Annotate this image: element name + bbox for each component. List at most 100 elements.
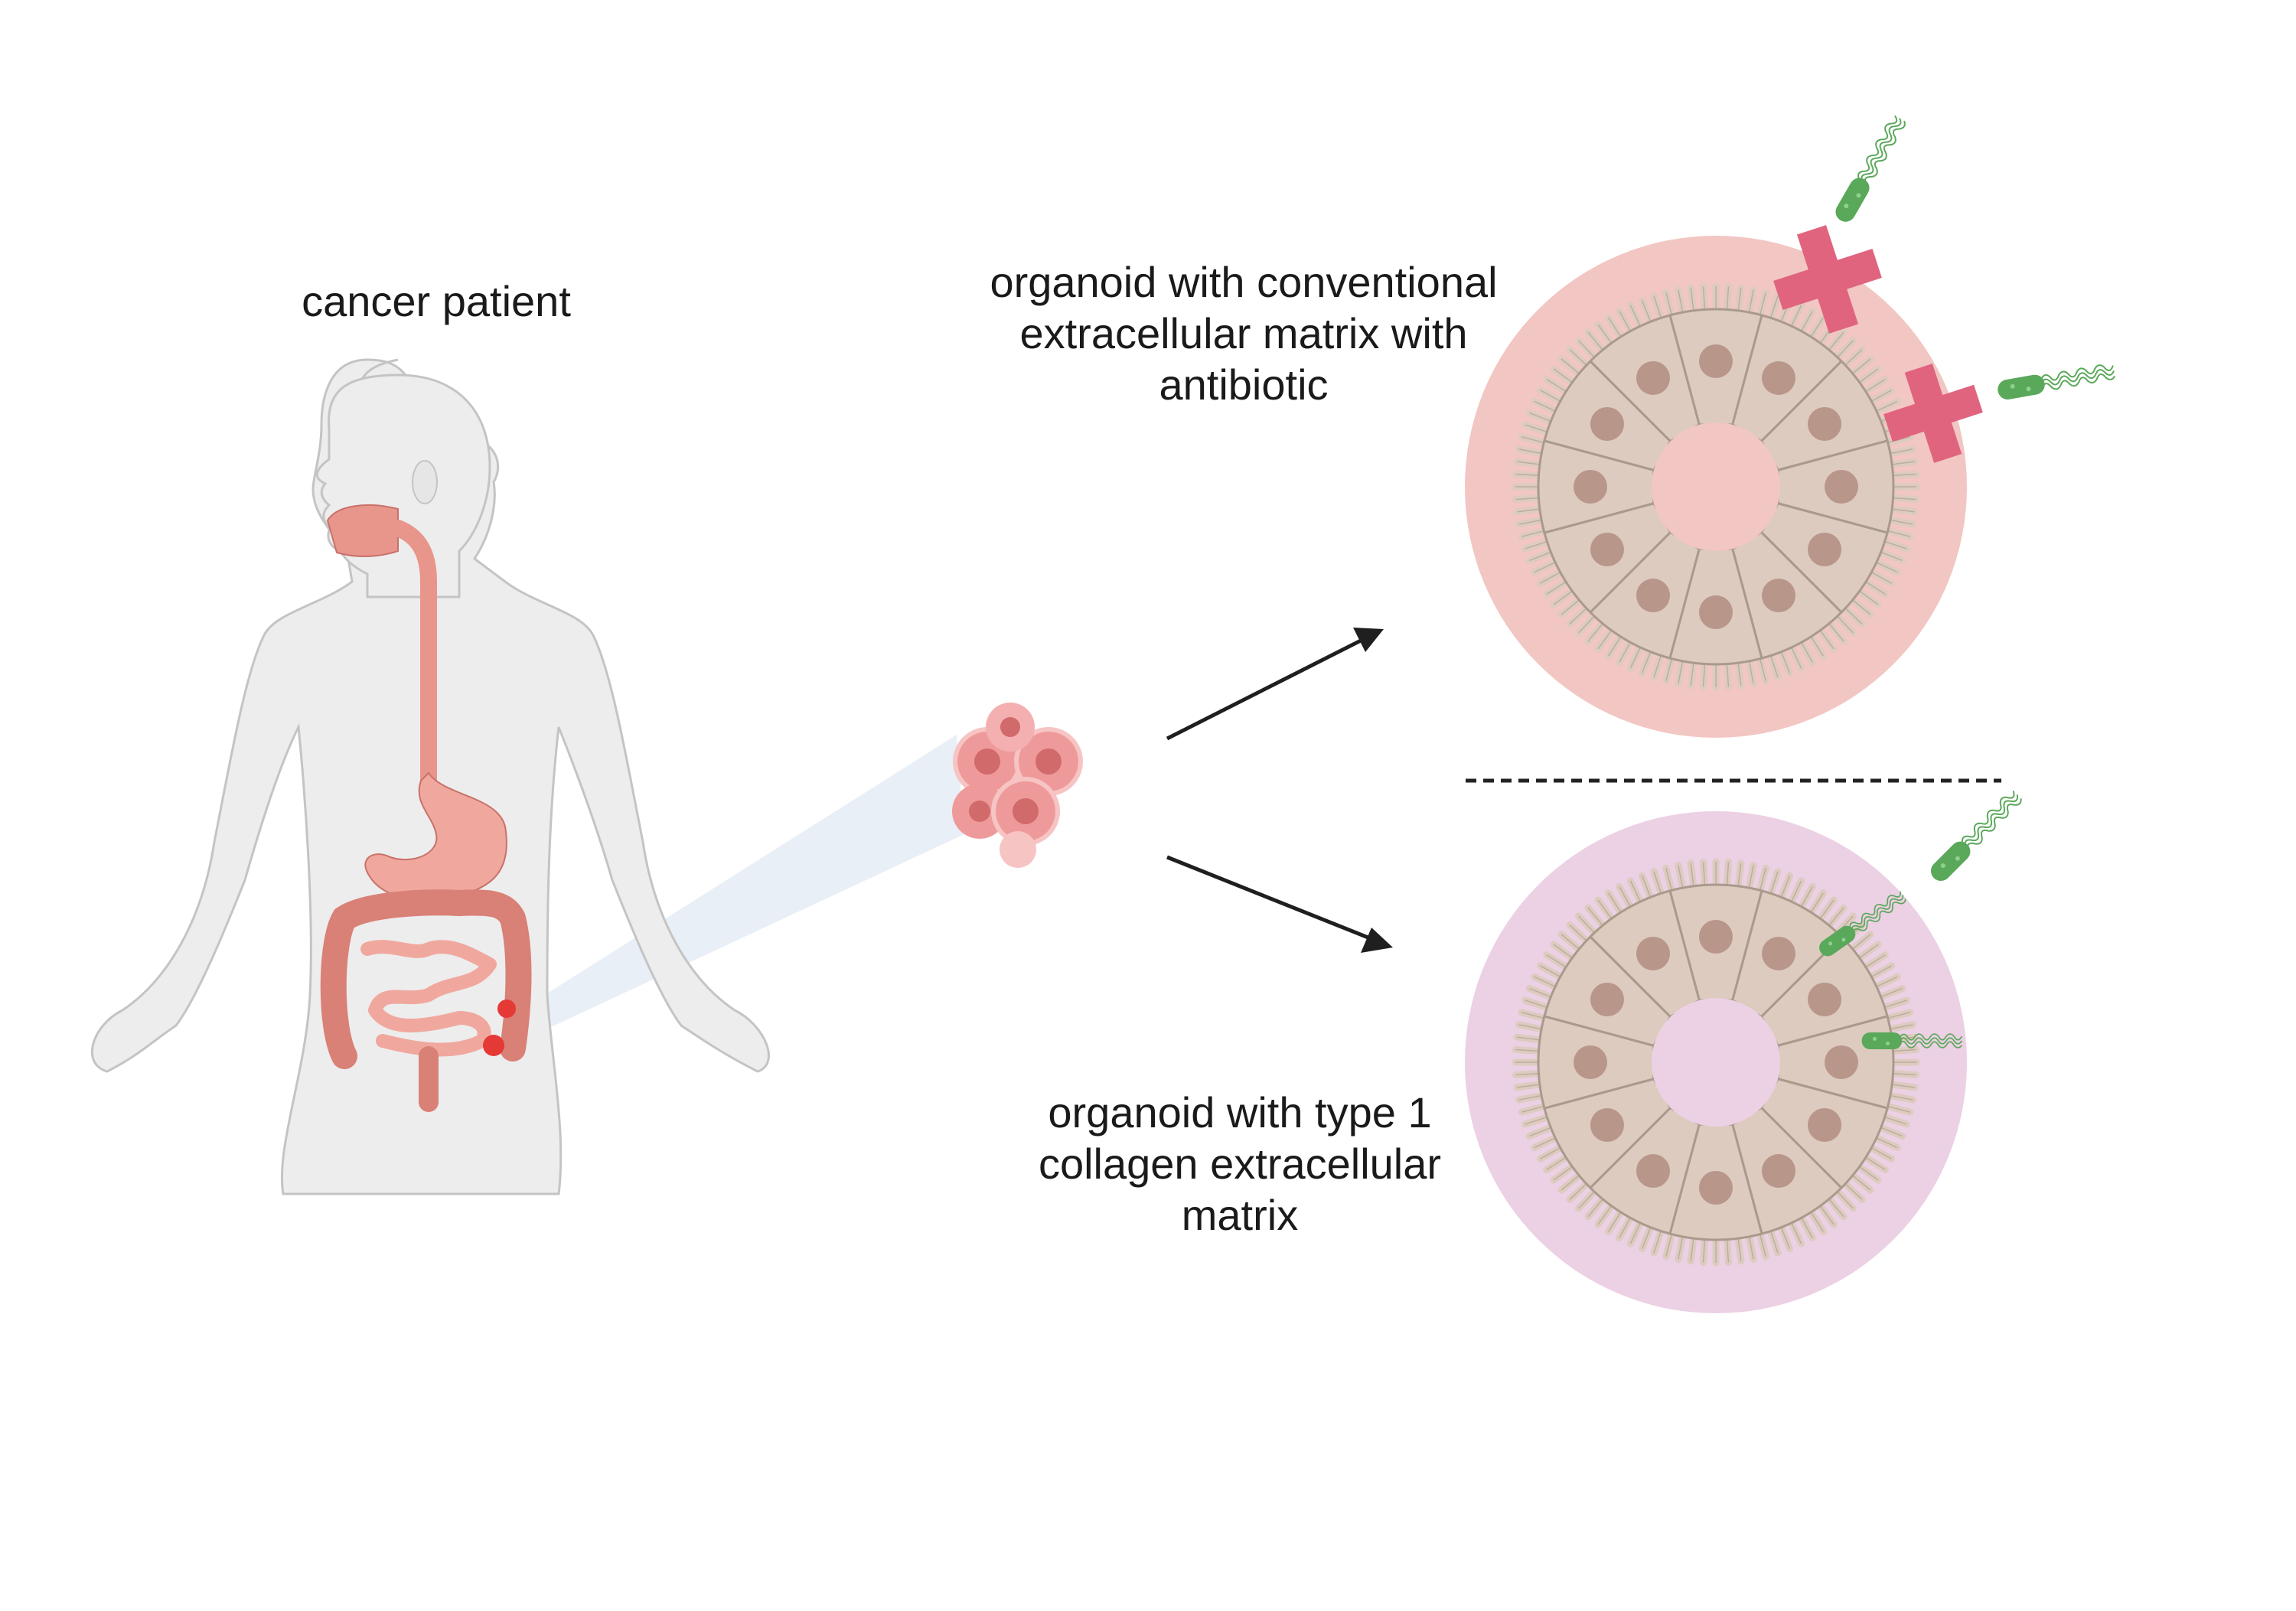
- microvillus-outline: [1759, 868, 1766, 891]
- cell-nucleus: [1762, 360, 1795, 395]
- microvillus-outline: [1561, 599, 1580, 615]
- microvillus-outline: [1690, 663, 1694, 686]
- microvillus-outline: [1561, 934, 1580, 950]
- microvillus-outline: [1561, 358, 1580, 374]
- cell-nucleus: [1762, 579, 1795, 613]
- microvillus-outline: [1641, 300, 1652, 322]
- microvillus-outline: [1578, 1191, 1595, 1209]
- cell-nucleus: [1808, 407, 1842, 441]
- microvillus-outline: [1890, 1024, 1913, 1030]
- microvillus-outline: [1893, 473, 1916, 477]
- microvillus-outline: [1597, 899, 1613, 919]
- flagellum: [1864, 120, 1906, 184]
- mouth-cavity: [326, 504, 399, 557]
- microvillus-outline: [1665, 292, 1673, 315]
- microvillus-outline: [1629, 647, 1641, 669]
- microvillus-outline: [1546, 1156, 1567, 1171]
- microvillus-outline: [1892, 508, 1916, 513]
- microvillus-outline: [1859, 368, 1879, 383]
- microvillus-outline: [1546, 581, 1567, 595]
- microvillus-outline: [1737, 663, 1742, 686]
- microvillus-outline: [1678, 660, 1684, 684]
- microvillus-outline: [1801, 886, 1813, 908]
- microvillus-outline: [1678, 865, 1684, 889]
- microvillus-outline: [1619, 1217, 1631, 1238]
- cell-nucleus: [1636, 360, 1670, 395]
- cell-nucleus: [1808, 1108, 1842, 1142]
- tumor-icon: [483, 1035, 504, 1056]
- microvillus-outline: [1837, 340, 1854, 358]
- microvillus-outline: [1690, 287, 1694, 311]
- microvillus-outline: [1828, 907, 1844, 926]
- microvillus-outline: [1553, 368, 1573, 383]
- microvillus-outline: [1578, 615, 1595, 634]
- microvillus-outline: [1737, 1238, 1742, 1262]
- cell-nucleus: [1636, 936, 1670, 970]
- microvillus-outline: [1569, 608, 1587, 625]
- cell-nucleus: [1699, 920, 1733, 954]
- cell-nucleus: [1590, 533, 1624, 566]
- microvillus-outline: [1515, 1072, 1539, 1076]
- organoid-collagen: [1465, 811, 1967, 1313]
- microvillus-outline: [1515, 497, 1539, 501]
- microvillus-outline: [1769, 871, 1779, 894]
- microvillus-outline: [1587, 1198, 1603, 1218]
- microvillus-outline: [1678, 289, 1684, 313]
- bacterium-body: [1861, 1032, 1903, 1050]
- microvillus-outline: [1569, 349, 1587, 366]
- microvillus-outline: [1859, 590, 1879, 605]
- microvillus-outline: [1702, 862, 1706, 885]
- microvillus-outline: [1759, 292, 1766, 315]
- flagellum: [1899, 1037, 1963, 1045]
- microvillus-outline: [1837, 1191, 1854, 1209]
- microvillus-outline: [1880, 987, 1903, 998]
- label-line: organoid with conventional: [990, 258, 1498, 306]
- stomach: [364, 771, 507, 901]
- microvillus-outline: [1748, 865, 1754, 889]
- microvillus-outline: [1641, 876, 1652, 898]
- microvillus-outline: [1521, 530, 1544, 537]
- microvillus-outline: [1726, 862, 1730, 885]
- microvillus-outline: [1759, 1234, 1766, 1257]
- microvillus-outline: [1887, 1012, 1910, 1019]
- microvillus-outline: [1870, 1147, 1892, 1159]
- microvillus-outline: [1748, 1236, 1754, 1260]
- label-line: cancer patient: [302, 277, 571, 325]
- microvillus-outline: [1892, 461, 1916, 465]
- microvillus-outline: [1810, 1212, 1825, 1232]
- large-intestine: [320, 889, 532, 1069]
- microvillus-outline: [1887, 436, 1910, 444]
- microvillus-outline: [1607, 892, 1622, 913]
- bacterium-icon: [1861, 1032, 1963, 1050]
- cell-nucleus: [1825, 470, 1858, 504]
- microvillus-outline: [1748, 289, 1754, 313]
- microvillus-outline: [1619, 886, 1631, 908]
- microvillus-outline: [1525, 1116, 1548, 1125]
- label-line: extracellular matrix with: [1019, 309, 1468, 357]
- microvillus-outline: [1791, 1222, 1802, 1244]
- arrow-to-top: [1166, 628, 1384, 741]
- microvillus-outline: [1516, 461, 1540, 465]
- microvillus-outline: [1870, 965, 1892, 977]
- microvillus-outline: [1553, 944, 1573, 959]
- microvillus-outline: [1521, 436, 1544, 444]
- microvillus-outline: [1525, 424, 1548, 433]
- bacterium-icon: [1819, 891, 1906, 957]
- microvillus-outline: [1828, 331, 1844, 351]
- bacterium-spot: [1872, 1036, 1877, 1041]
- microvillus-outline: [1819, 630, 1835, 650]
- microvillus-outline: [1553, 1166, 1573, 1181]
- microvillus-outline: [1828, 623, 1844, 642]
- bacterium-spot: [1940, 863, 1945, 868]
- microvillus-outline: [1737, 287, 1742, 311]
- organoid-lumen: [1652, 998, 1780, 1127]
- bacterium-spot: [1828, 941, 1833, 946]
- microvillus-outline: [1884, 540, 1907, 550]
- cell-nucleus: [1574, 1045, 1607, 1079]
- microvillus-outline: [1890, 1094, 1913, 1101]
- microvillus-outline: [1629, 1222, 1641, 1244]
- microvillus-outline: [1801, 641, 1813, 663]
- organoid-lumen: [1652, 422, 1780, 551]
- microvillus-outline: [1702, 286, 1706, 310]
